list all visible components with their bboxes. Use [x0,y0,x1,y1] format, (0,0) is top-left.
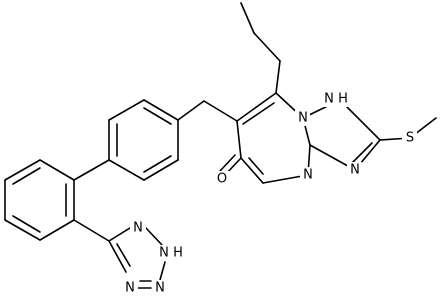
sulfur-label: S [406,131,414,146]
nitrogen-label: N [125,281,135,296]
bond [236,120,242,159]
nitrogen-label: N [350,163,360,178]
bond [73,219,110,242]
nitrogen-label: N [324,92,334,107]
bond [275,60,281,94]
lower-phenyl-ring [4,159,75,241]
nitrogen-label: N [159,246,169,261]
bond [143,99,179,121]
bond [108,159,145,181]
propyl-chain [240,2,281,94]
bond [4,219,41,241]
hydrogen-label: H [173,246,183,261]
bond [143,107,172,125]
bond [159,261,166,281]
bond [108,99,145,121]
central-phenyl-ring [108,99,179,181]
atom-labels: N H N S N N O N N H N N [122,91,417,296]
bond [143,155,172,173]
bond [12,215,41,233]
bond [349,142,373,166]
bond [39,159,75,181]
nitrogen-label: N [303,168,313,183]
biaryl-bond [73,159,110,181]
bond [108,227,131,242]
bond [236,92,277,122]
bond [39,219,75,241]
bond [145,227,163,246]
bond [12,167,41,185]
bond [116,243,131,267]
nitrogen-label: N [133,221,143,236]
nitrogen-label: N [155,281,165,296]
bond [240,157,264,184]
tetrazole-ring [73,219,166,289]
bond [143,159,179,181]
bond [248,157,264,175]
nitrogen-label: N [298,111,308,126]
bond [242,102,275,125]
oxygen-label: O [217,172,227,187]
bond [203,100,238,122]
bond [253,32,281,62]
bond [240,2,255,34]
pyrimidinone-ring [219,92,311,184]
hydrogen-label: H [338,92,348,107]
bond [4,159,41,181]
methylene-linker [177,100,238,122]
bond [219,154,236,172]
bond [108,240,127,273]
bond [177,100,205,121]
triazole-ring [302,99,381,171]
